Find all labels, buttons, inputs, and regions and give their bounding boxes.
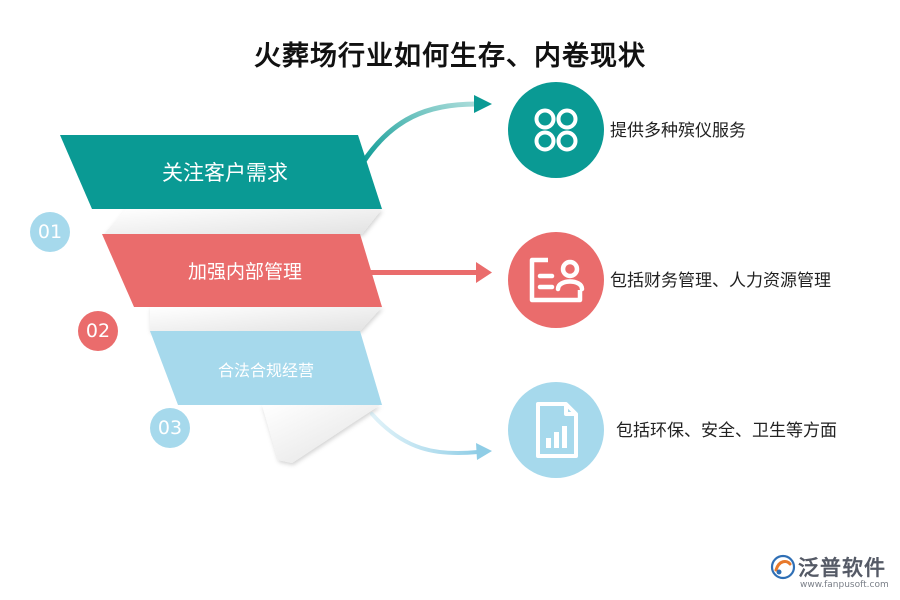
connector-arc-3 [370,412,480,456]
fold-shadow-3 [262,405,380,463]
id-card-icon [508,232,604,328]
brand-watermark: 泛普软件 www.fanpusoft.com [770,552,900,596]
item-2-description: 包括财务管理、人力资源管理 [610,271,831,291]
band-3-label: 合法合规经营 [217,361,314,380]
step-number-2: 02 [78,311,118,351]
item-3-description: 包括环保、安全、卫生等方面 [616,421,837,441]
brand-name: 泛普软件 [798,556,886,580]
connector-arrowhead-2 [476,262,492,283]
step-number-3: 03 [150,408,190,448]
connector-arrowhead-1 [474,95,492,113]
step-number-1: 01 [30,212,70,252]
band-2-label: 加强内部管理 [187,261,302,283]
brand-logo-icon [770,554,796,580]
band-2 [102,234,382,307]
brand-url: www.fanpusoft.com [800,580,889,590]
band-1 [60,135,382,209]
document-chart-icon [508,382,604,478]
connector-arc-1 [359,101,479,167]
band-1-label: 关注客户需求 [162,161,288,185]
item-1-description: 提供多种殡仪服务 [610,121,746,141]
connector-bar-2 [370,270,478,275]
page-title: 火葬场行业如何生存、内卷现状 [254,41,646,72]
four-circles-icon [508,82,604,178]
fold-shadow-1 [104,209,382,234]
connector-arrowhead-3 [476,443,492,460]
band-3 [150,331,382,405]
fold-shadow-2 [150,307,382,331]
